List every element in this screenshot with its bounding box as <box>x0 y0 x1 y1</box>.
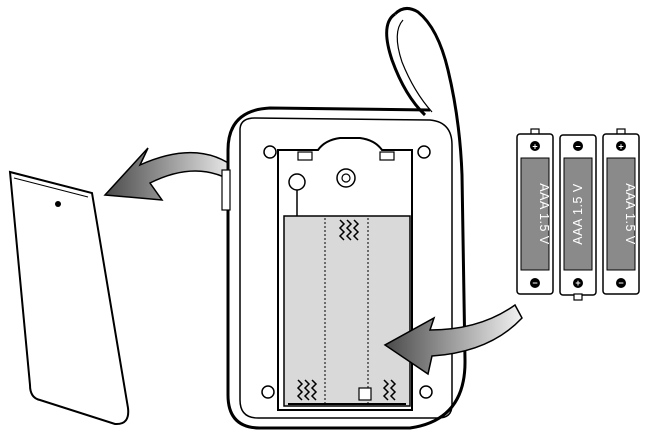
side-button <box>221 169 231 211</box>
battery-3: AAA 1.5 V + − <box>602 128 640 295</box>
battery-2-label: AAA 1.5 V <box>571 183 585 245</box>
cover-screw-hole <box>55 201 61 207</box>
battery-2-minus: − <box>575 142 580 152</box>
battery-1: AAA 1.5 V + − <box>516 128 554 295</box>
battery-1-label: AAA 1.5 V <box>537 183 551 245</box>
screw-hole-bottom-right <box>419 385 433 399</box>
insert-batteries-arrow <box>383 303 523 376</box>
battery-1-plus: + <box>532 142 537 152</box>
battery-3-label: AAA 1.5 V <box>623 183 637 245</box>
screw-hole-top-right <box>417 145 431 159</box>
screw-hole-bottom-left <box>261 385 275 399</box>
battery-2-plus: + <box>575 278 580 288</box>
battery-3-plus: + <box>618 142 623 152</box>
battery-1-minus: − <box>532 278 537 288</box>
battery-2: AAA 1.5 V − + <box>559 134 597 301</box>
screw-hole-top-left <box>263 145 277 159</box>
battery-3-minus: − <box>618 278 623 288</box>
remove-cover-arrow <box>103 147 239 201</box>
battery-cover <box>8 170 130 426</box>
battery-slots <box>283 215 411 407</box>
battery-compartment <box>277 137 413 411</box>
